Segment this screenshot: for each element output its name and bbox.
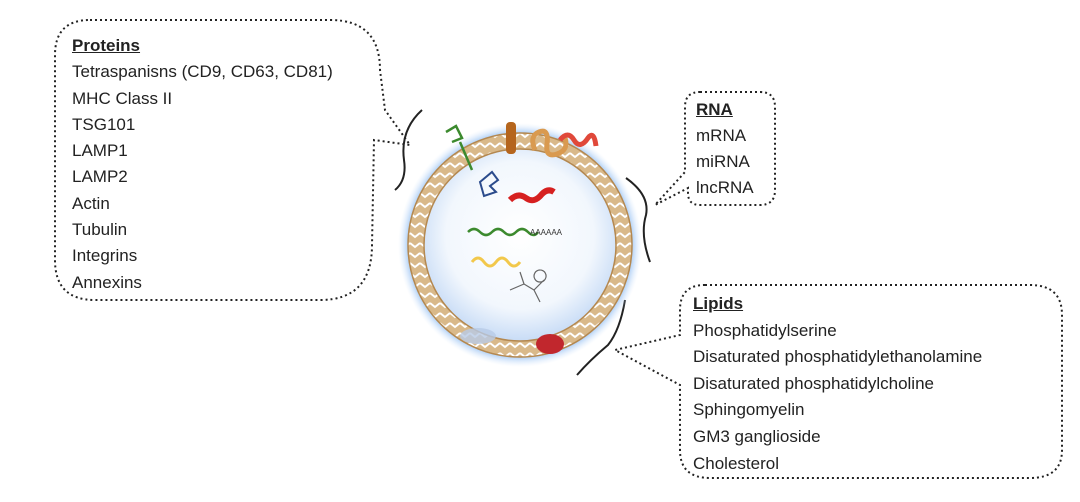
protein-item: LAMP1 <box>72 141 128 161</box>
lipids-brace <box>576 299 626 376</box>
rna-brace <box>625 177 651 263</box>
lipid-item: Phosphatidylserine <box>693 320 837 340</box>
rna-box: RNA mRNA miRNA lncRNA <box>696 97 754 201</box>
protein-item: MHC Class II <box>72 88 173 108</box>
protein-item: Tetraspanisns (CD9, CD63, CD81) <box>72 62 333 82</box>
protein-item: Annexins <box>72 272 142 292</box>
rna-header: RNA <box>696 100 733 119</box>
lipids-header: Lipids <box>693 294 744 313</box>
protein-item: TSG101 <box>72 114 136 134</box>
lipid-item: GM3 ganglioside <box>693 426 821 446</box>
lipids-box: Lipids Phosphatidylserine Disaturated ph… <box>693 291 982 477</box>
enzyme-icon <box>478 170 500 198</box>
cholesterol-raft-icon <box>536 334 564 354</box>
lipid-molecule-icon <box>509 269 547 303</box>
protein-item: Tubulin <box>72 220 128 240</box>
rna-item: miRNA <box>696 152 750 171</box>
protein-cargo-icon <box>507 187 556 204</box>
lipid-item: Disaturated phosphatidylcholine <box>693 373 934 393</box>
mirna-icon <box>470 256 522 268</box>
extracellular-vesicle: AAAAAA <box>398 122 642 367</box>
protein-item: Actin <box>72 193 110 213</box>
tetraspanin-icon <box>530 128 569 158</box>
protein-item: Integrins <box>72 246 138 266</box>
rna-bubble <box>654 91 776 206</box>
polya-tail-label: AAAAAA <box>530 228 563 237</box>
protein-item: LAMP2 <box>72 167 128 187</box>
lipid-raft-icon <box>460 328 496 344</box>
proteins-brace <box>394 109 423 191</box>
transmembrane-protein-icon <box>506 122 516 154</box>
rna-item: lncRNA <box>696 178 754 197</box>
lipid-item: Cholesterol <box>693 453 779 473</box>
mrna-icon <box>467 227 540 237</box>
receptor-icon <box>445 124 474 171</box>
proteins-box: Proteins Tetraspanisns (CD9, CD63, CD81)… <box>72 33 333 296</box>
lipid-item: Sphingomyelin <box>693 400 805 420</box>
rna-item: mRNA <box>696 126 747 145</box>
helix-protein-icon <box>558 132 599 147</box>
lipids-bubble <box>612 284 1063 479</box>
lipid-item: Disaturated phosphatidylethanolamine <box>693 347 983 367</box>
proteins-header: Proteins <box>72 36 141 55</box>
